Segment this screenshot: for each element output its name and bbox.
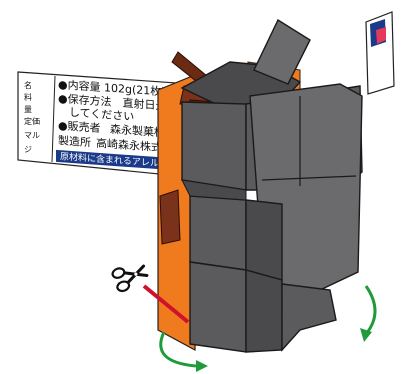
label-left-line-1: 名 bbox=[24, 80, 32, 90]
label-left-line-4: 定価 bbox=[24, 116, 40, 126]
label-line-maker: 製造所 bbox=[58, 133, 91, 149]
curved-arrow-icon-right bbox=[360, 286, 375, 342]
label-left-line-5: マル bbox=[24, 131, 40, 140]
top-right-flap bbox=[366, 12, 394, 94]
label-left-line-6: ジ bbox=[24, 145, 32, 154]
box-body bbox=[182, 20, 362, 352]
label-left-line-2: 料 bbox=[24, 92, 32, 102]
label-left-line-3: 量 bbox=[24, 105, 32, 114]
